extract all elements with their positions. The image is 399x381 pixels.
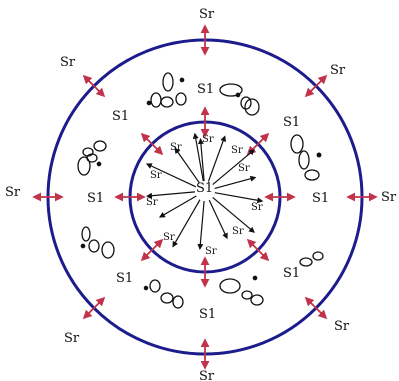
inner-label-top-right: Sr [231, 145, 243, 156]
radial-arrow-4 [215, 193, 262, 201]
radial-arrow-9 [160, 196, 196, 217]
blob-cluster-right-lower [300, 252, 323, 266]
inner-label-upper-left: Sr [150, 170, 162, 181]
blob-cluster-bottom [144, 280, 183, 308]
middle-label-top: S1 [197, 82, 214, 97]
outer-label-top-left: Sr [60, 55, 76, 70]
blob-cluster-bottom-right [220, 276, 263, 305]
inner-label-right: Sr [251, 202, 263, 213]
radial-arrow-7 [200, 201, 204, 249]
inner-label-left: Sr [146, 197, 158, 208]
blob-cluster-top-right [220, 84, 259, 115]
outer-label-top-right: Sr [330, 63, 346, 78]
radial-arrow-3 [215, 178, 256, 189]
middle-label-bottom: S1 [199, 307, 216, 322]
inner-label-lower-right: Sr [232, 226, 244, 237]
middle-label-top-right: S1 [283, 115, 300, 130]
center-label: S1 [196, 181, 213, 196]
blob-cluster-right [291, 135, 321, 180]
middle-label-left: S1 [87, 191, 104, 206]
outer-label-bottom: Sr [199, 369, 215, 381]
outer-label-left: Sr [5, 185, 21, 200]
blob-cluster-left [78, 141, 106, 175]
outer-label-bottom-left: Sr [64, 331, 80, 346]
inner-label-top: Sr [202, 134, 214, 145]
blob-cluster-lower-left [81, 227, 114, 258]
radial-arrow-6 [209, 200, 227, 238]
middle-label-bottom-right: S1 [283, 266, 300, 281]
inner-label-bottom: Sr [205, 246, 217, 257]
inner-label-upper-right: Sr [238, 163, 250, 174]
radial-arrow-10 [147, 192, 195, 196]
middle-label-bottom-left: S1 [116, 271, 133, 286]
middle-label-right: S1 [312, 191, 329, 206]
inner-label-top-left: Sr [170, 142, 182, 153]
blob-cluster-top [147, 73, 186, 107]
outer-label-bottom-right: Sr [334, 319, 350, 334]
outer-label-top: Sr [199, 7, 215, 22]
middle-label-top-left: S1 [112, 109, 129, 124]
inner-label-lower-left: Sr [163, 232, 175, 243]
outer-label-right: Sr [381, 190, 397, 205]
radial-arrow-12 [175, 148, 199, 182]
